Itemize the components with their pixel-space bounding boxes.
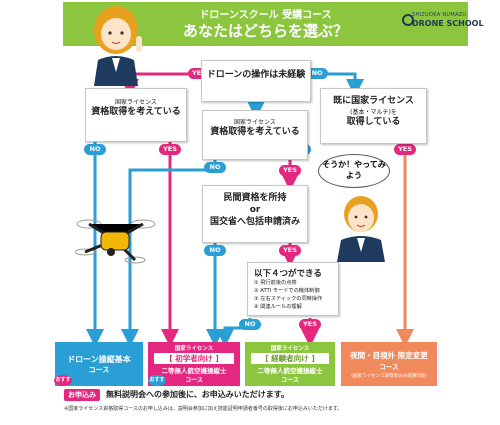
yes-label: YES bbox=[188, 68, 210, 79]
private-line2: or bbox=[249, 205, 261, 215]
skill-item: ② ATTI モードでの機体制御 bbox=[254, 288, 320, 294]
apply-badge: お申込み bbox=[64, 389, 100, 401]
skill-item: ④ 関連ルールの理解 bbox=[254, 304, 302, 310]
skill-item: ① 飛行前後の点検 bbox=[254, 280, 297, 286]
course-experienced-sub: コース bbox=[281, 377, 299, 384]
yes-label: YES bbox=[159, 144, 181, 155]
logo-mark-icon bbox=[402, 14, 414, 26]
yes-label: YES bbox=[279, 245, 301, 256]
skills-title: 以下４つができる bbox=[254, 269, 322, 279]
recommend-badge: おすすめ bbox=[148, 375, 166, 394]
header-subtitle: ドローンスクール 受講コース bbox=[199, 10, 332, 21]
yes-label: YES bbox=[394, 144, 416, 155]
course-night-bvlos[interactable]: 夜間・目視外 限定変更 コース (国家ライセンス取得者のみ受講可能) bbox=[341, 342, 437, 386]
course-basic-title: ドローン操縦基本 bbox=[67, 355, 131, 364]
course-beginner-sub: コース bbox=[185, 377, 203, 384]
yes-label: YES bbox=[279, 165, 301, 176]
course-night-title: 夜間・目視外 限定変更 bbox=[350, 351, 428, 360]
drone-icon bbox=[75, 219, 156, 264]
private-license-question: 民間資格を所持 or 国交省へ包括申請済み bbox=[202, 185, 308, 243]
box-mid-big: 資格取得を考えている bbox=[210, 127, 300, 137]
start-text: ドローンの操作は未経験 bbox=[206, 70, 306, 80]
no-label: NO bbox=[306, 68, 328, 79]
header-title: あなたはどちらを選ぶ？ bbox=[182, 22, 348, 40]
course-experienced-title: [ 経験者向け ] bbox=[251, 353, 329, 364]
box-left-big: 資格取得を考えている bbox=[91, 107, 181, 117]
box-left-small: 国家ライセンス bbox=[115, 99, 157, 106]
private-line1: 民間資格を所持 bbox=[223, 193, 287, 203]
course-beginner-license: 二等無人航空機操縦士 bbox=[161, 367, 227, 375]
recommend-badge: おすすめ bbox=[54, 375, 72, 394]
no-label: NO bbox=[204, 245, 226, 256]
course-experienced[interactable]: 国家ライセンス [ 経験者向け ] 二等無人航空機操縦士 コース bbox=[245, 342, 335, 386]
course-experienced-tag: 国家ライセンス bbox=[270, 346, 310, 352]
skill-item: ③ 左右スティックの同時操作 bbox=[254, 296, 323, 302]
course-night-sub: コース bbox=[379, 363, 399, 371]
course-night-note: (国家ライセンス取得者のみ受講可能) bbox=[351, 374, 427, 379]
course-beginner-title: [ 初学者向け ] bbox=[154, 353, 234, 364]
no-label: NO bbox=[204, 162, 226, 173]
private-line3: 国交省へ包括申請済み bbox=[209, 217, 300, 227]
license-question-left: 国家ライセンス 資格取得を考えている bbox=[85, 88, 187, 142]
no-label: NO bbox=[84, 144, 106, 155]
box-mid-small: 国家ライセンス bbox=[234, 119, 276, 126]
logo-line2: DRONE SCHOOL bbox=[412, 19, 484, 28]
license-question-mid: 国家ライセンス 資格取得を考えている bbox=[202, 110, 308, 160]
speech-bubble: そうか！やってみよう bbox=[318, 154, 390, 188]
boy-character-icon bbox=[337, 196, 385, 262]
logo-line1: SHIZUOKA NUMAZU bbox=[412, 12, 467, 18]
start-question: ドローンの操作は未経験 bbox=[201, 60, 311, 102]
school-logo: SHIZUOKA NUMAZU DRONE SCHOOL bbox=[400, 8, 484, 38]
skills-box: 以下４つができる ① 飛行前後の点検 ② ATTI モードでの機体制御 ③ 左右… bbox=[247, 262, 339, 316]
footnote: ※国家ライセンス資格取得コースのお申し込みは、説明会参加に加え技能証明申請者番号… bbox=[64, 406, 343, 412]
apply-text: 無料説明会への参加後に、お申込みいただけます。 bbox=[106, 390, 289, 399]
course-beginner-tag: 国家ライセンス bbox=[174, 346, 214, 352]
box-right-big2: 取得している bbox=[346, 117, 401, 127]
box-right-big: 既に国家ライセンス bbox=[333, 96, 414, 106]
box-right-small: (基本・マルチ)を bbox=[350, 109, 397, 116]
no-label: NO bbox=[239, 319, 261, 330]
skills-list: ① 飛行前後の点検 ② ATTI モードでの機体制御 ③ 左右スティックの同時操… bbox=[254, 279, 338, 311]
course-basic-sub: コース bbox=[88, 366, 110, 374]
existing-license-question: 既に国家ライセンス (基本・マルチ)を 取得している bbox=[320, 88, 427, 144]
course-experienced-license: 二等無人航空機操縦士 bbox=[257, 367, 323, 375]
girl-character-icon bbox=[94, 6, 142, 86]
yes-label: YES bbox=[299, 319, 321, 330]
